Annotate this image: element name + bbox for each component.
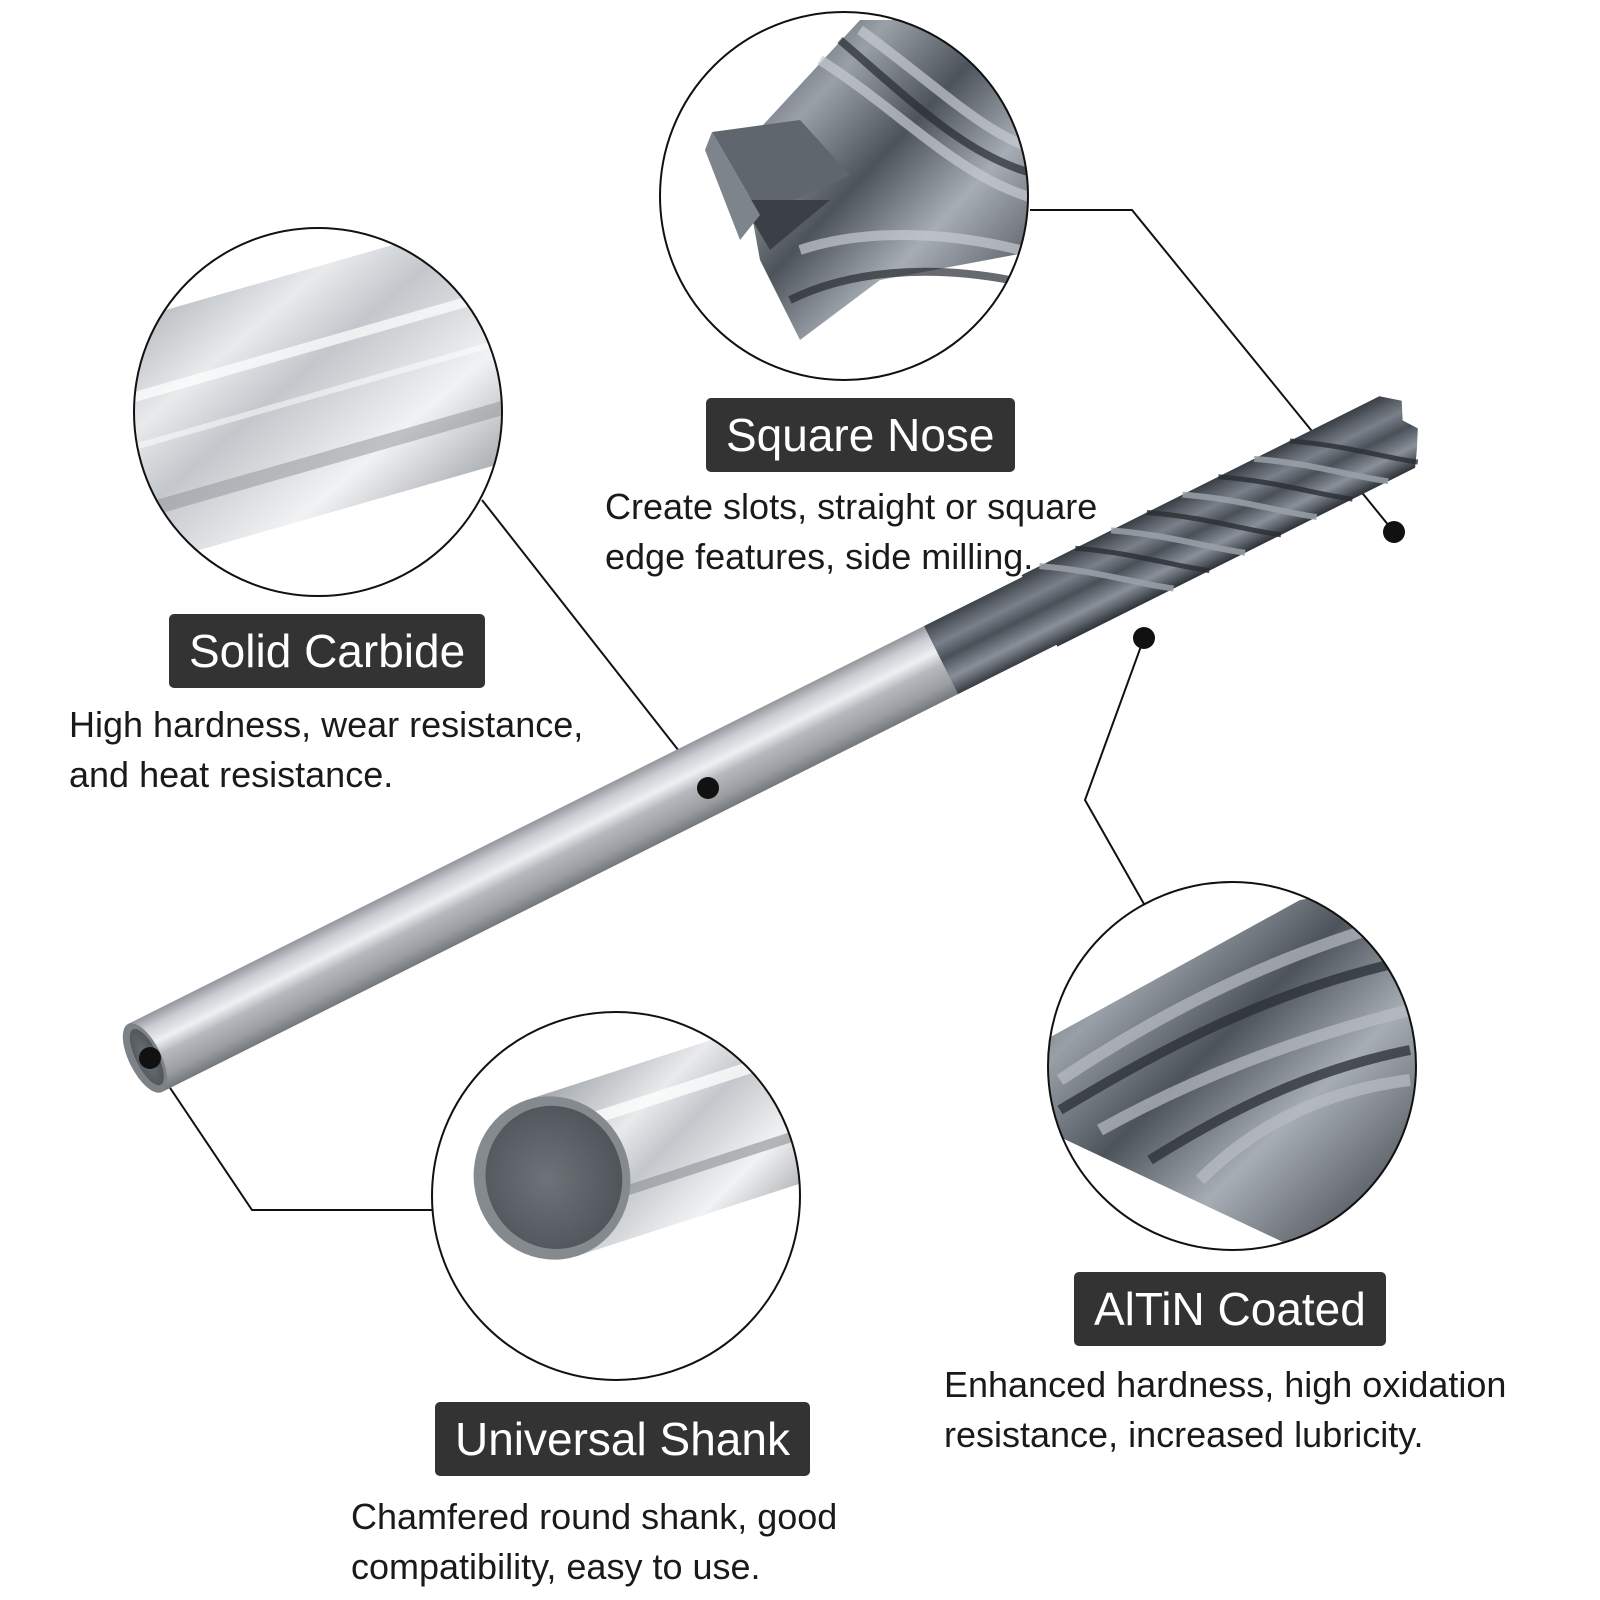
square-nose-desc-line1: Create slots, straight or square	[605, 486, 1098, 527]
zoom-solid-carbide	[133, 227, 503, 597]
solid-carbide-desc-line2: and heat resistance.	[69, 754, 394, 795]
universal-shank-desc-line1: Chamfered round shank, good	[351, 1496, 838, 1537]
square-nose-desc-line2: edge features, side milling.	[605, 536, 1034, 577]
solid-carbide-label: Solid Carbide	[169, 614, 486, 688]
universal-shank-label: Universal Shank	[435, 1402, 810, 1476]
end-mill-tool	[122, 396, 1419, 1093]
zoom-altin-coated	[1047, 881, 1417, 1251]
square-nose-label: Square Nose	[706, 398, 1015, 472]
solid-carbide-description: High hardness, wear resistance, and heat…	[69, 700, 583, 800]
altin-coated-desc-line2: resistance, increased lubricity.	[944, 1414, 1424, 1455]
altin-coated-label: AlTiN Coated	[1074, 1272, 1386, 1346]
altin-coated-desc-line1: Enhanced hardness, high oxidation	[944, 1364, 1507, 1405]
zoom-square-nose	[659, 11, 1029, 381]
marker-dots	[139, 521, 1405, 1069]
zoom-universal-shank	[431, 1011, 801, 1381]
altin-coated-description: Enhanced hardness, high oxidation resist…	[944, 1360, 1506, 1460]
universal-shank-desc-line2: compatibility, easy to use.	[351, 1546, 761, 1587]
solid-carbide-desc-line1: High hardness, wear resistance,	[69, 704, 584, 745]
universal-shank-description: Chamfered round shank, good compatibilit…	[351, 1492, 837, 1592]
leader-lines	[149, 209, 1395, 1211]
square-nose-description: Create slots, straight or square edge fe…	[605, 482, 1097, 582]
